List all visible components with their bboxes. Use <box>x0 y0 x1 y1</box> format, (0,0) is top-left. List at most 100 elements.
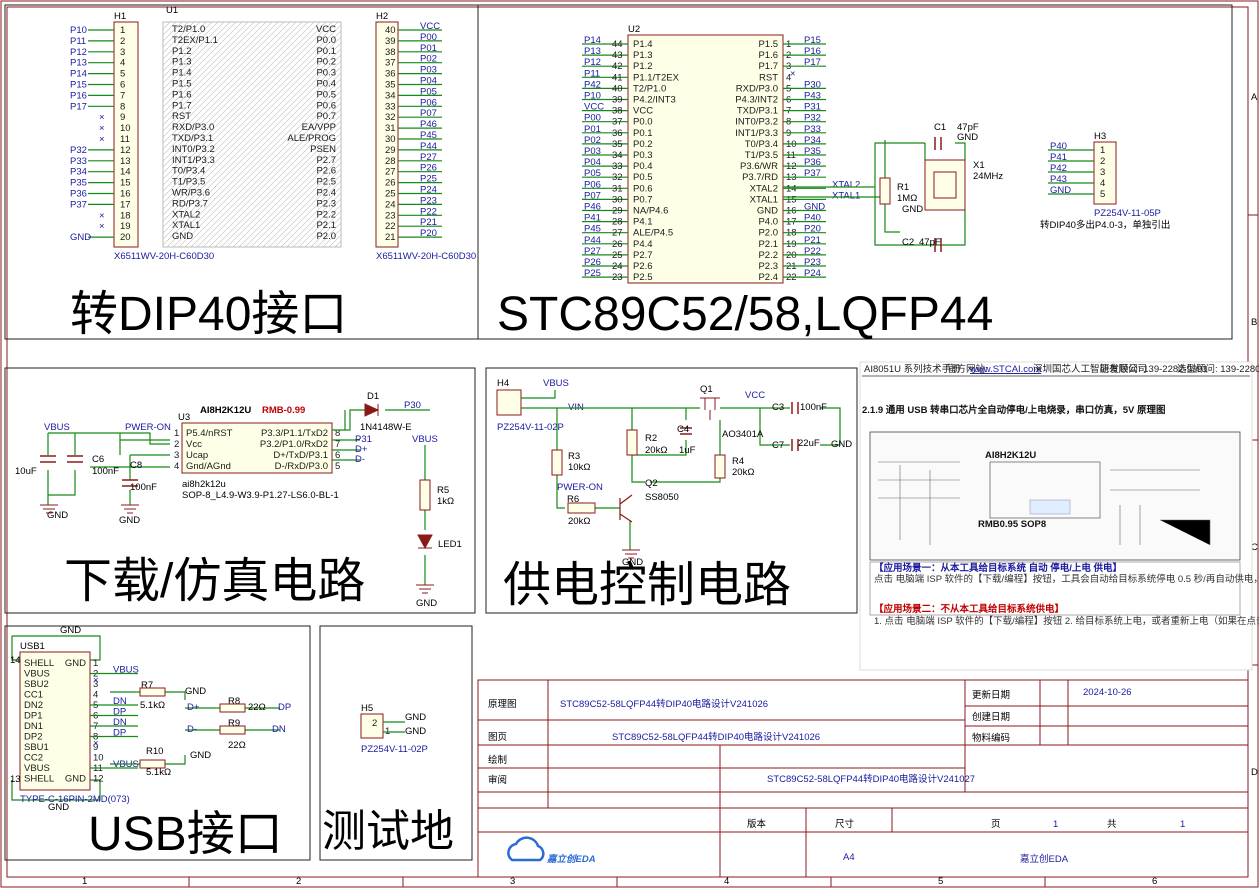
usb-pin-12: 12 <box>93 774 104 785</box>
panel-download <box>4 367 476 614</box>
usb-dn-out: DN <box>272 724 286 735</box>
u2-right-net-17: P40 <box>804 213 821 224</box>
q1-value: AO3401A <box>722 429 764 440</box>
r6-ref: R6 <box>567 494 579 505</box>
u2-left-net-19: P44 <box>584 235 601 246</box>
u2-left-pin-3: 42 <box>612 61 623 72</box>
h2-pin-2: 39 <box>385 36 396 47</box>
h2-pin-14: 27 <box>385 167 396 178</box>
r10-gnd: GND <box>190 750 211 761</box>
r8-ref: R8 <box>228 696 240 707</box>
h1-net-6: P15 <box>70 80 87 91</box>
q2-value: SS8050 <box>645 492 679 503</box>
u2-left-net-10: P02 <box>584 135 601 146</box>
h1-nc-18: × <box>99 210 105 221</box>
tb-size-label: 尺寸 <box>835 818 855 830</box>
h1-pin-16: 16 <box>120 189 131 200</box>
u2-right-net-9: P33 <box>804 124 821 135</box>
power-circuit: H4 PZ254V-11-02P VBUS VIN Q1 AO3401A VCC… <box>496 378 852 568</box>
u2-right-label-1: P1.5 <box>758 39 778 50</box>
u2-left-net-5: P42 <box>584 79 601 90</box>
u2-left-pin-8: 37 <box>612 117 623 128</box>
r2-value: 20kΩ <box>645 445 667 456</box>
panel-mcu <box>477 4 1233 340</box>
h1-pin-5: 5 <box>120 69 125 80</box>
h1-pin-7: 7 <box>120 90 125 101</box>
h1-nc-9: × <box>99 112 105 123</box>
u3-right-label-1: P3.3/P1.1/TxD2 <box>261 428 328 439</box>
u1-left-10: RXD/P3.0 <box>172 122 214 133</box>
h1-pin-9: 9 <box>120 112 125 123</box>
u1-left-8: P1.7 <box>172 100 192 111</box>
u2-left-net-21: P26 <box>584 257 601 268</box>
h3-pin-1: 1 <box>1100 145 1105 156</box>
u2-right-net-13: P37 <box>804 168 821 179</box>
u3-left-label-3: Ucap <box>186 450 208 461</box>
r1-value: 1MΩ <box>897 193 917 204</box>
test-circuit: H5 2 1 GND GND PZ254V-11-02P <box>360 703 428 755</box>
border-row-A: A <box>1251 92 1258 103</box>
u2-right-net-11: P35 <box>804 146 821 157</box>
border-row-D: D <box>1251 767 1258 778</box>
h1-pin-18: 18 <box>120 210 131 221</box>
r9-ref: R9 <box>228 718 240 729</box>
usb-net-5: DP <box>113 728 126 739</box>
h2-pins: VCC40P0039P0138P0237P0336P0435P0534P0633… <box>385 21 442 243</box>
section-title-power: 供电控制电路 <box>503 559 791 612</box>
h1-footprint: X6511WV-20H-C60D30 <box>114 251 214 262</box>
u2-right-net-21: P23 <box>804 257 821 268</box>
r7-value: 5.1kΩ <box>140 700 165 711</box>
tb-main-title: STC89C52-58LQFP44转DIP40电路设计V241027 <box>767 773 975 785</box>
u1-left-2: T2EX/P1.1 <box>172 35 218 46</box>
u2-right-label-19: P2.1 <box>758 239 778 250</box>
tb-tool: 嘉立创EDA <box>1020 853 1069 865</box>
c1-gnd: GND <box>957 132 978 143</box>
r9-value: 22Ω <box>228 740 246 751</box>
r1-body <box>879 177 891 205</box>
download-circuit: AI8H2K12U RMB-0.99 U3 P5.4/nRST1Vcc2Ucap… <box>15 391 462 609</box>
u2-left-pin-19: 26 <box>612 239 623 250</box>
ds-app1-title: 【应用场景一：从本工具给目标系统 自动 停电/上电 供电】 <box>874 562 1122 574</box>
net-dminus: D- <box>355 454 365 465</box>
tb-total-label: 共 <box>1107 819 1117 830</box>
h4-ref: H4 <box>497 378 509 389</box>
c3-value: 100nF <box>800 402 827 413</box>
u2-right-net-19: P21 <box>804 235 821 246</box>
r7-body <box>139 687 166 697</box>
ds-header-site: www.STCAI.com <box>969 364 1041 375</box>
h1-net-8: P17 <box>70 101 87 112</box>
u3-left-label-1: P5.4/nRST <box>186 428 233 439</box>
r9-body <box>219 725 246 735</box>
tb-version-label: 版本 <box>747 818 767 830</box>
u2-right-nc-4: × <box>790 68 796 79</box>
h1-pin-20: 20 <box>120 232 131 243</box>
u2-left-pin-13: 32 <box>612 172 623 183</box>
u2-left-label-10: P0.2 <box>633 139 653 150</box>
u2-left-pin-21: 24 <box>612 261 623 272</box>
u2-left-label-9: P0.1 <box>633 128 653 139</box>
h2-net-15: P25 <box>420 174 437 185</box>
h1-pin-6: 6 <box>120 80 125 91</box>
u2-right-label-4: RST <box>759 72 778 83</box>
h5-body <box>360 713 384 739</box>
h1-pin-4: 4 <box>120 58 125 69</box>
u2-left-net-9: P01 <box>584 124 601 135</box>
ds-pkg: RMB0.95 SOP8 <box>978 519 1046 530</box>
u2-left-net-3: P12 <box>584 57 601 68</box>
h2-net-20: P20 <box>420 228 437 239</box>
u1-right-8: P0.6 <box>316 100 336 111</box>
usb-pin14: 14 <box>10 655 21 666</box>
h1-ref: H1 <box>114 11 126 22</box>
ds-header-tel1: 研发顾问: 139-2282-9991 <box>1100 363 1208 375</box>
u3-right-pin-1: 8 <box>335 428 340 439</box>
h2-pin-18: 23 <box>385 210 396 221</box>
h2-net-18: P22 <box>420 206 437 217</box>
usb-ref: USB1 <box>20 641 45 652</box>
u3-body <box>181 422 333 474</box>
crystal-circuit: C1 47pF GND R1 1MΩ GND X1 24MHz C2 47pF <box>783 122 1003 252</box>
r10-ref: R10 <box>146 746 163 757</box>
h3-net-5: GND <box>1050 185 1071 196</box>
u2-ref: U2 <box>628 24 640 35</box>
u2-left-label-2: P1.3 <box>633 50 653 61</box>
